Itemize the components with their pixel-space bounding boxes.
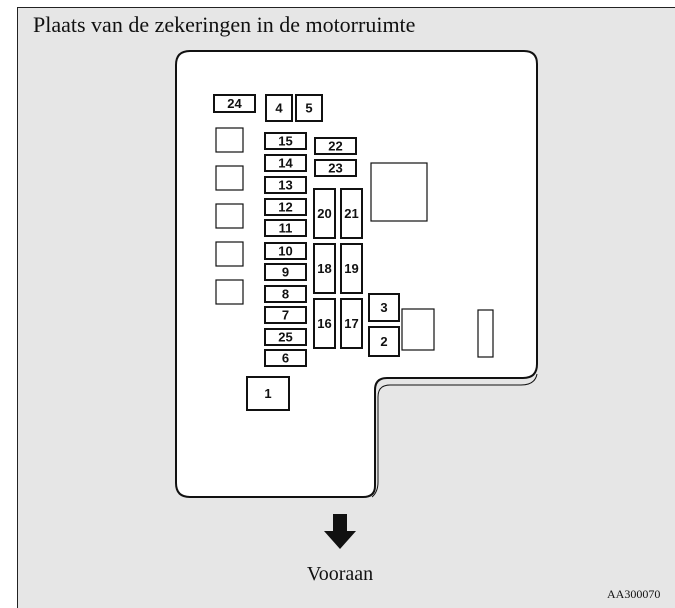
empty-slot (215, 279, 244, 305)
fuse-3: 3 (368, 293, 400, 322)
empty-slot (215, 127, 244, 153)
fuse-8: 8 (264, 285, 307, 303)
fuse-19: 19 (340, 243, 363, 294)
fuse-13: 13 (264, 176, 307, 194)
fuse-16: 16 (313, 298, 336, 349)
svg-text:21: 21 (344, 206, 358, 221)
svg-text:10: 10 (278, 244, 292, 259)
fuse-14: 14 (264, 154, 307, 172)
fuse-2: 2 (368, 326, 400, 357)
fuse-11: 11 (264, 219, 307, 237)
diagram-title: Plaats van de zekeringen in de motorruim… (33, 12, 416, 37)
relay-slot-large (370, 162, 428, 222)
svg-text:5: 5 (305, 101, 312, 116)
image-code: AA300070 (607, 587, 661, 601)
relay-slot-small (401, 308, 435, 351)
fuse-7: 7 (264, 306, 307, 324)
svg-text:11: 11 (279, 221, 293, 236)
fuse-23: 23 (314, 159, 357, 177)
svg-text:9: 9 (282, 265, 289, 280)
fuse-24: 24 (213, 94, 256, 113)
fuse-25: 25 (264, 328, 307, 346)
svg-text:18: 18 (317, 261, 331, 276)
svg-text:19: 19 (344, 261, 358, 276)
svg-text:15: 15 (278, 134, 292, 149)
fuse-10: 10 (264, 242, 307, 260)
svg-text:1: 1 (264, 386, 271, 401)
empty-slot (215, 241, 244, 267)
svg-text:20: 20 (317, 206, 331, 221)
arrow-down-icon (324, 514, 356, 549)
svg-text:7: 7 (282, 308, 289, 323)
fuse-22: 22 (314, 137, 357, 155)
empty-slot (215, 203, 244, 229)
svg-text:4: 4 (275, 101, 283, 116)
svg-text:3: 3 (380, 300, 387, 315)
fuse-18: 18 (313, 243, 336, 294)
inner-contour-line (371, 373, 538, 498)
svg-text:6: 6 (282, 351, 289, 366)
svg-text:22: 22 (328, 139, 342, 154)
fuse-17: 17 (340, 298, 363, 349)
fuse-20: 20 (313, 188, 336, 239)
fuse-4: 4 (265, 94, 293, 122)
svg-text:16: 16 (317, 316, 331, 331)
empty-slot (215, 165, 244, 191)
svg-text:14: 14 (278, 156, 293, 171)
svg-text:24: 24 (227, 96, 242, 111)
fuse-1: 1 (246, 376, 290, 411)
narrow-slot (477, 309, 494, 358)
fuse-12: 12 (264, 198, 307, 216)
svg-text:13: 13 (278, 178, 292, 193)
fuse-6: 6 (264, 349, 307, 367)
svg-text:12: 12 (278, 200, 292, 215)
fuse-5: 5 (295, 94, 323, 122)
fuse-21: 21 (340, 188, 363, 239)
svg-text:2: 2 (380, 334, 387, 349)
fuse-9: 9 (264, 263, 307, 281)
direction-label: Vooraan (306, 563, 374, 585)
fuse-15: 15 (264, 132, 307, 150)
svg-text:17: 17 (344, 316, 358, 331)
svg-text:25: 25 (278, 330, 292, 345)
svg-text:8: 8 (282, 287, 289, 302)
svg-text:23: 23 (328, 161, 342, 176)
